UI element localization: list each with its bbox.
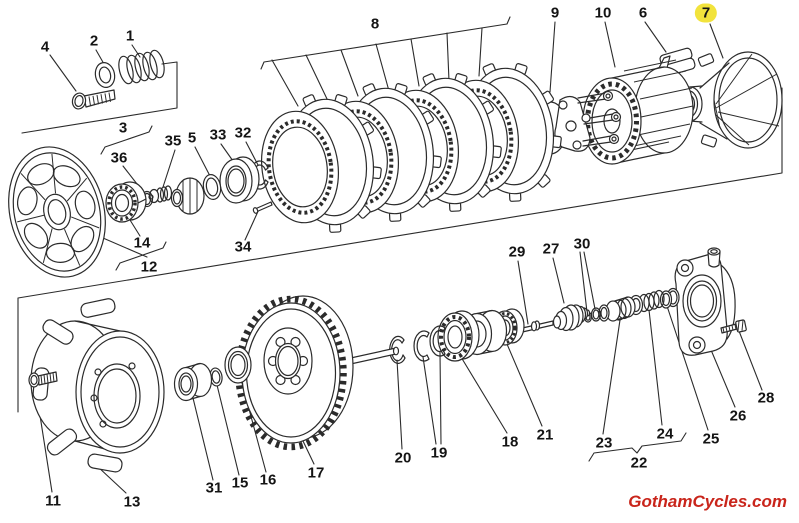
leader-line — [738, 330, 763, 391]
leader-line — [644, 21, 667, 53]
part-clutch-basket-13 — [30, 298, 165, 473]
leader-line — [446, 32, 450, 82]
leader-line — [129, 219, 141, 237]
part-slave-cylinder-26 — [674, 247, 736, 356]
part-clutch-drum-10 — [582, 59, 694, 165]
leader-line — [666, 305, 709, 431]
leader-line — [552, 257, 565, 304]
part-pushrod-29 — [517, 320, 554, 334]
leader-line — [162, 149, 176, 188]
leader-line — [648, 309, 663, 426]
leader-line — [375, 43, 390, 92]
part-half-rings-19 — [413, 325, 446, 362]
leader-line — [102, 237, 148, 258]
leader-line — [439, 351, 442, 445]
leader-line — [604, 21, 616, 68]
part-primary-gear-17 — [235, 295, 354, 451]
leader-line — [216, 384, 240, 476]
leader-line — [396, 359, 403, 450]
part-clutch-plate-pack-8 — [252, 54, 571, 240]
part-bearing-18 — [437, 310, 480, 362]
leader-line — [602, 319, 621, 435]
leader-line — [192, 397, 214, 481]
part-spring-1 — [118, 49, 165, 85]
leader-line — [95, 49, 105, 65]
part-bleed-screw-28 — [720, 319, 747, 334]
part-screw-11 — [28, 371, 58, 388]
part-washer-5 — [202, 174, 222, 200]
brace-22 — [588, 432, 687, 462]
leader-line — [305, 54, 329, 102]
bracket-8 — [260, 16, 511, 70]
leader-line — [422, 356, 437, 445]
bracket-12 — [115, 241, 167, 271]
leader-line — [410, 38, 420, 87]
leader-line — [340, 49, 359, 97]
leader-line — [194, 146, 211, 177]
part-bushing-31 — [173, 362, 213, 402]
leader-line — [579, 251, 588, 313]
leader-line — [460, 356, 508, 434]
leader-line — [478, 27, 483, 77]
leader-lines-layer — [17, 16, 783, 494]
leader-line — [506, 343, 543, 427]
leader-line — [131, 44, 141, 58]
part-seal-stack-23-24-25 — [598, 287, 680, 322]
part-adjuster-nut-35 — [148, 177, 205, 215]
leader-line — [96, 465, 127, 494]
leader-line — [709, 23, 724, 59]
leader-line — [49, 54, 77, 92]
part-washer-2 — [94, 62, 116, 88]
part-ring-nut-16 — [224, 346, 252, 384]
leader-line — [583, 251, 596, 310]
leader-line — [271, 59, 299, 107]
frame-line — [17, 87, 783, 413]
leader-line — [245, 141, 259, 166]
leader-line — [302, 440, 315, 465]
group-1-2-4-bracket — [21, 61, 178, 134]
part-screw-4 — [71, 89, 116, 110]
leader-line — [549, 21, 556, 93]
part-pin-34 — [252, 201, 273, 214]
bracket-3 — [100, 125, 153, 155]
part-collar-33 — [219, 156, 260, 204]
leader-line — [517, 260, 529, 325]
leader-line — [220, 143, 234, 162]
part-pressure-plate-12 — [8, 146, 106, 278]
part-pushrod-tip-27 — [552, 304, 591, 332]
part-bearing-14 — [105, 181, 147, 223]
watermark: GothamCycles.com — [628, 492, 787, 511]
